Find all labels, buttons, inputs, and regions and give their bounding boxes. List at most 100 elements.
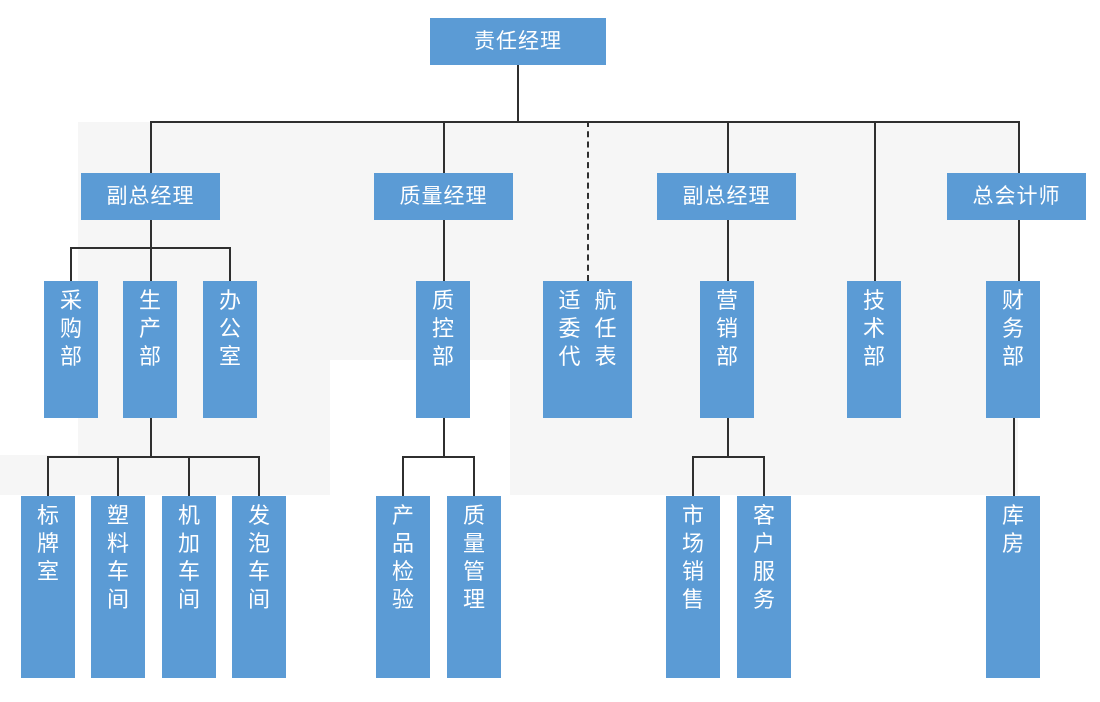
connector-vp1-to-production (150, 247, 152, 281)
connector-marketing-to-sales (692, 456, 694, 496)
connector-bus-drop-vp1 (150, 121, 152, 173)
glyph: 部 (138, 344, 161, 370)
connector-bus-drop-tech (874, 121, 876, 281)
airworthiness-col-right: 航任表 (595, 287, 617, 371)
glyph: 部 (862, 344, 885, 370)
glyph: 术 (862, 316, 885, 342)
node-marketing-department[interactable]: 营销部 (700, 281, 754, 418)
glyph: 间 (177, 587, 200, 613)
glyph: 销 (681, 559, 704, 585)
node-plastic-workshop[interactable]: 塑料车间 (91, 496, 145, 678)
connector-vp2-drop (727, 220, 729, 281)
glyph: 公 (218, 316, 241, 342)
connector-marketing-to-service (763, 456, 765, 496)
connector-qc-drop (443, 418, 445, 457)
glyph: 务 (752, 587, 775, 613)
connector-qc-bus (402, 456, 474, 458)
glyph: 质 (462, 503, 485, 528)
connector-bus-drop-quality (443, 121, 445, 173)
node-quality-manager[interactable]: 质量经理 (374, 173, 513, 220)
glyph: 部 (431, 344, 454, 370)
airworthiness-col-left: 适委代 (558, 287, 580, 371)
glyph: 理 (462, 587, 485, 613)
connector-vp1-to-office (229, 247, 231, 281)
connector-accountant-drop (1018, 220, 1020, 281)
glyph: 间 (106, 587, 129, 613)
node-technical-department[interactable]: 技术部 (847, 281, 901, 418)
glyph: 部 (59, 344, 82, 370)
glyph: 产 (391, 503, 414, 528)
node-market-sales[interactable]: 市场销售 (666, 496, 720, 678)
connector-production-to-foam (258, 456, 260, 496)
node-machining-workshop[interactable]: 机加车间 (162, 496, 216, 678)
glyph: 采 (59, 288, 82, 313)
node-airworthiness-representative[interactable]: 适委代 航任表 (543, 281, 632, 418)
node-quality-management[interactable]: 质量管理 (447, 496, 501, 678)
connector-production-to-plate (47, 456, 49, 496)
glyph: 机 (177, 503, 200, 528)
glyph: 料 (106, 531, 129, 557)
node-customer-service[interactable]: 客户服务 (737, 496, 791, 678)
node-foaming-workshop[interactable]: 发泡车间 (232, 496, 286, 678)
node-production-department[interactable]: 生产部 (123, 281, 177, 418)
connector-bus-drop-airworthiness-dashed (587, 121, 589, 281)
connector-marketing-drop (727, 418, 729, 457)
glyph: 任 (594, 316, 617, 342)
glyph: 营 (715, 288, 738, 313)
glyph: 质 (431, 288, 454, 313)
glyph: 代 (558, 344, 581, 370)
glyph: 场 (681, 531, 704, 557)
glyph: 财 (1001, 288, 1024, 313)
glyph: 标 (36, 503, 59, 528)
connector-production-bus (47, 456, 259, 458)
glyph: 办 (218, 288, 241, 313)
glyph: 品 (391, 531, 414, 557)
glyph: 销 (715, 316, 738, 342)
connector-qc-to-inspection (402, 456, 404, 496)
connector-production-to-machining (188, 456, 190, 496)
connector-marketing-bus (692, 456, 764, 458)
glyph: 市 (681, 503, 704, 528)
connector-top-drop (517, 64, 519, 122)
glyph: 车 (247, 559, 270, 585)
connector-quality-drop (443, 220, 445, 281)
node-office[interactable]: 办公室 (203, 281, 257, 418)
glyph: 牌 (36, 531, 59, 557)
glyph: 管 (462, 559, 485, 585)
node-deputy-general-manager-1[interactable]: 副总经理 (81, 173, 220, 220)
node-chief-accountant[interactable]: 总会计师 (947, 173, 1086, 220)
glyph: 部 (1001, 344, 1024, 370)
glyph: 委 (558, 316, 581, 342)
glyph: 控 (431, 316, 454, 342)
glyph: 检 (391, 559, 414, 585)
node-warehouse[interactable]: 库房 (986, 496, 1040, 678)
node-quality-control-department[interactable]: 质控部 (416, 281, 470, 418)
glyph: 务 (1001, 316, 1024, 342)
node-finance-department[interactable]: 财务部 (986, 281, 1040, 418)
node-nameplate-room[interactable]: 标牌室 (21, 496, 75, 678)
connector-main-bus (150, 121, 1019, 123)
glyph: 户 (752, 531, 775, 557)
glyph: 库 (1001, 503, 1024, 528)
glyph: 购 (59, 316, 82, 342)
node-purchasing-department[interactable]: 采购部 (44, 281, 98, 418)
glyph: 服 (752, 559, 775, 585)
glyph: 室 (218, 344, 241, 370)
glyph: 部 (715, 344, 738, 370)
node-deputy-general-manager-2[interactable]: 副总经理 (657, 173, 796, 220)
glyph: 车 (106, 559, 129, 585)
connector-qc-to-management (473, 456, 475, 496)
glyph: 产 (138, 316, 161, 342)
glyph: 验 (391, 587, 414, 613)
glyph: 发 (247, 503, 270, 528)
connector-production-to-plastic (117, 456, 119, 496)
glyph: 表 (594, 344, 617, 370)
glyph: 车 (177, 559, 200, 585)
connector-vp1-to-purchase (70, 247, 72, 281)
glyph: 适 (558, 288, 581, 313)
node-product-inspection[interactable]: 产品检验 (376, 496, 430, 678)
node-responsible-manager[interactable]: 责任经理 (430, 18, 606, 65)
glyph: 泡 (247, 531, 270, 557)
glyph: 房 (1001, 531, 1024, 557)
